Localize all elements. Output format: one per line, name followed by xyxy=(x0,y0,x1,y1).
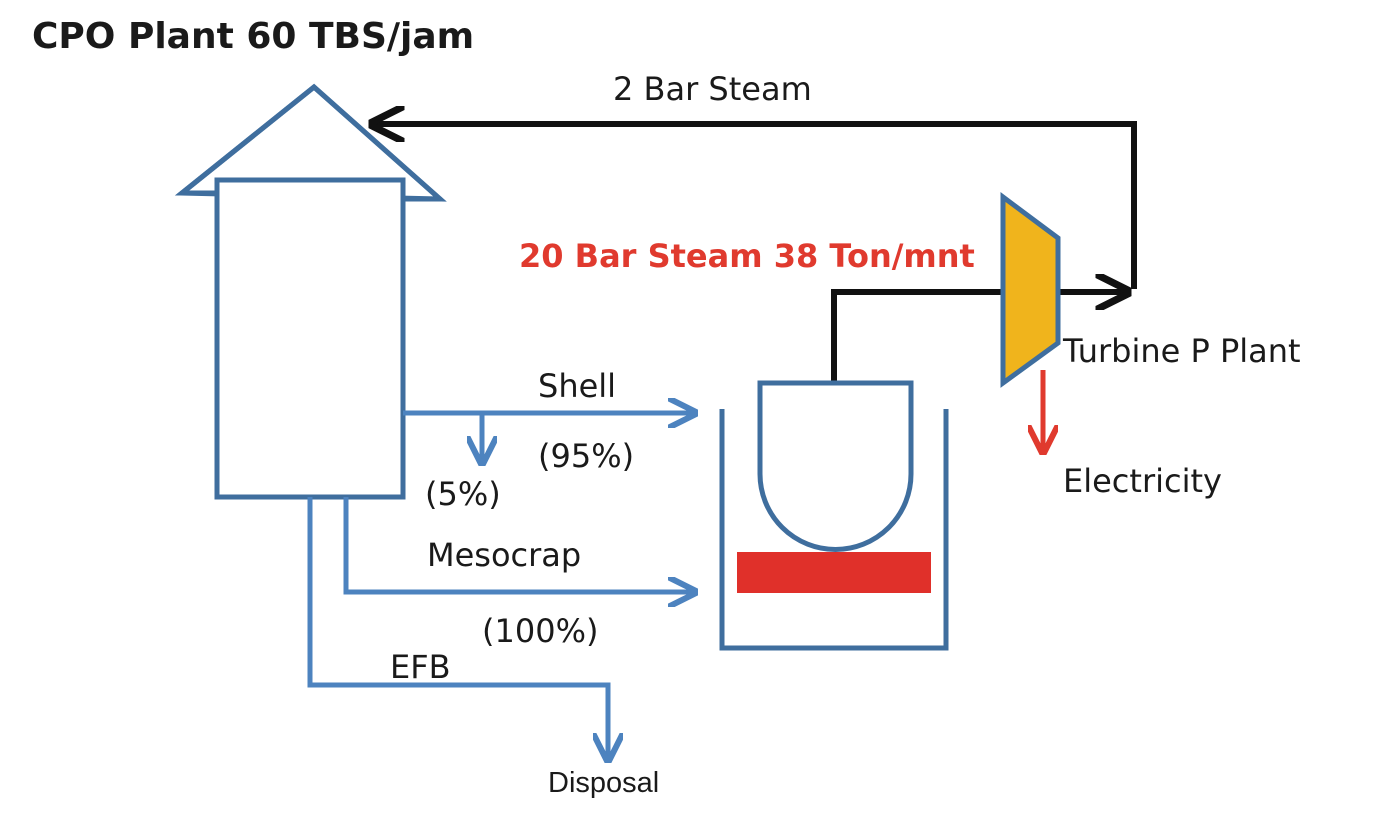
turbine-label: Turbine P Plant xyxy=(1062,332,1301,370)
low-pressure-steam-line xyxy=(372,124,1137,289)
high-pressure-steam-line xyxy=(831,289,1003,383)
efb-flow-line xyxy=(307,497,608,760)
turbine-icon xyxy=(1000,192,1061,388)
boiler-furnace xyxy=(719,409,949,651)
disposal-label: Disposal xyxy=(548,767,659,799)
mesocarp-percent: (100%) xyxy=(482,612,598,650)
diagram-title: CPO Plant 60 TBS/jam xyxy=(32,16,474,57)
mesocarp-flow-line xyxy=(343,497,695,592)
efb-label: EFB xyxy=(390,648,451,686)
mesocarp-label: Mesocrap xyxy=(427,536,581,574)
plant-tower xyxy=(214,177,406,500)
high-pressure-steam-label: 20 Bar Steam 38 Ton/mnt xyxy=(519,237,975,275)
low-pressure-steam-label: 2 Bar Steam xyxy=(613,70,812,108)
boiler-drum xyxy=(757,380,914,552)
shell-to-boiler-percent: (95%) xyxy=(538,437,634,475)
electricity-label: Electricity xyxy=(1063,462,1222,500)
shell-diverted-percent: (5%) xyxy=(425,475,501,513)
furnace-fire xyxy=(737,552,931,593)
shell-label: Shell xyxy=(538,367,616,405)
